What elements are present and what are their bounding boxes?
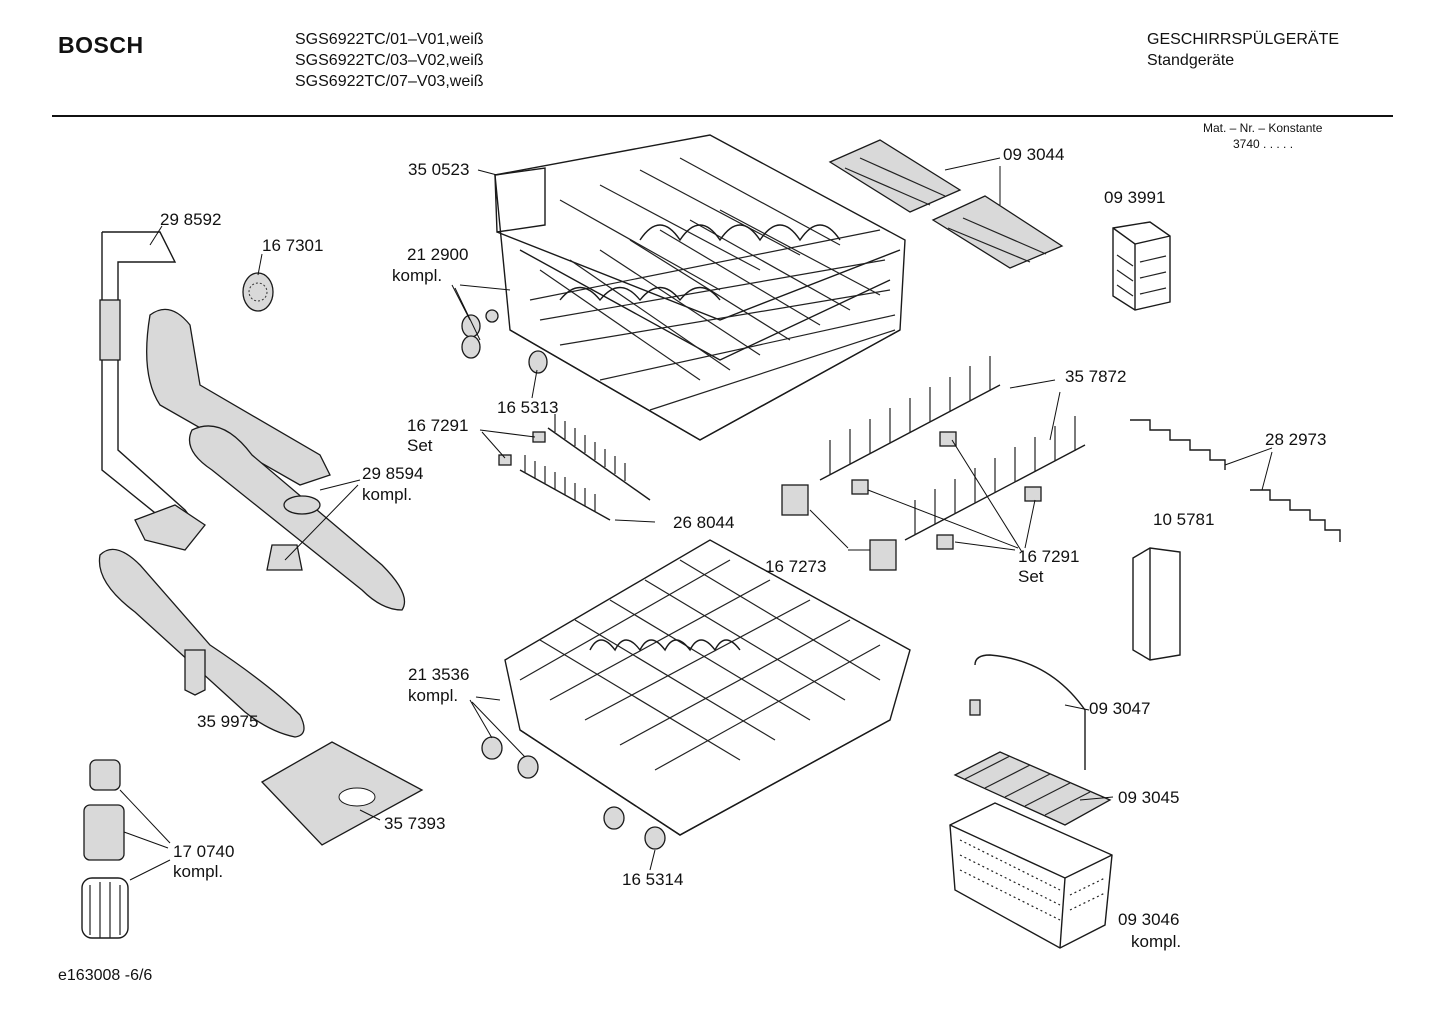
part-label: 09 3991: [1104, 188, 1166, 207]
cutlery-holder-illustration: [1112, 221, 1171, 311]
mat-value: 3740 . . . . .: [1233, 137, 1294, 151]
part-label: 09 3046: [1118, 910, 1180, 929]
part-note: kompl.: [1131, 932, 1182, 951]
model-line-3: SGS6922TC/07–V03,weiß: [295, 73, 484, 90]
spray-nozzle-illustration: [242, 272, 274, 312]
middle-spray-arm-illustration: [188, 425, 406, 611]
part-label: 35 9975: [197, 712, 259, 731]
category-title: GESCHIRRSPÜLGERÄTE: [1147, 31, 1340, 48]
lower-roller-illustration: [481, 736, 666, 850]
part-note: kompl.: [392, 266, 443, 285]
upper-roller-illustration: [461, 309, 548, 374]
part-note: kompl.: [173, 862, 224, 881]
part-label: 17 0740: [173, 842, 235, 861]
part-note: Set: [1018, 567, 1044, 586]
lower-spray-arm-illustration: [98, 548, 305, 738]
part-label: 35 7393: [384, 814, 446, 833]
part-label: 09 3045: [1118, 788, 1180, 807]
part-label: 16 7301: [262, 236, 324, 255]
part-label: 16 5313: [497, 398, 559, 417]
part-label: 09 3047: [1089, 699, 1151, 718]
cover-plate-illustration: [260, 741, 424, 846]
mat-label: Mat. – Nr. – Konstante: [1203, 121, 1323, 135]
leader-lines: [119, 157, 1273, 881]
part-label: 28 2973: [1265, 430, 1327, 449]
lower-basket-illustration: [504, 539, 911, 836]
diagram-code: e163008 -6/6: [58, 967, 153, 984]
part-label: 10 5781: [1153, 510, 1215, 529]
part-label: 29 8594: [362, 464, 424, 483]
model-line-2: SGS6922TC/03–V02,weiß: [295, 52, 484, 69]
basket-handle-illustration: [969, 654, 1086, 770]
cup-rack-illustration: [828, 139, 1064, 269]
part-label: 29 8592: [160, 210, 222, 229]
part-label: 16 7291: [1018, 547, 1080, 566]
cutlery-basket-illustration: [949, 802, 1113, 949]
subcategory-title: Standgeräte: [1147, 52, 1235, 69]
part-label: 16 7273: [765, 557, 827, 576]
part-label: 21 3536: [408, 665, 470, 684]
basket-lid-illustration: [953, 751, 1112, 826]
fold-down-tines-illustration: [498, 414, 651, 521]
model-line-1: SGS6922TC/01–V01,weiß: [295, 31, 484, 48]
part-label: 16 5314: [622, 870, 684, 889]
upper-spray-arm-illustration: [134, 308, 331, 551]
part-label: 26 8044: [673, 513, 735, 532]
plate-rack-illustration: [781, 356, 1086, 571]
cutlery-container-illustration: [1132, 547, 1181, 661]
part-label: 09 3044: [1003, 145, 1065, 164]
brand-logo: BOSCH: [58, 32, 144, 58]
part-note: Set: [407, 436, 433, 455]
part-label: 21 2900: [407, 245, 469, 264]
part-label: 35 7872: [1065, 367, 1127, 386]
part-note: kompl.: [362, 485, 413, 504]
part-label: 35 0523: [408, 160, 470, 179]
filter-illustration: [81, 759, 129, 939]
part-label: 16 7291: [407, 416, 469, 435]
spray-tube-illustration: [99, 231, 201, 531]
part-note: kompl.: [408, 686, 459, 705]
upper-basket-illustration: [494, 134, 906, 441]
stair-clip-illustration: [1130, 419, 1341, 542]
